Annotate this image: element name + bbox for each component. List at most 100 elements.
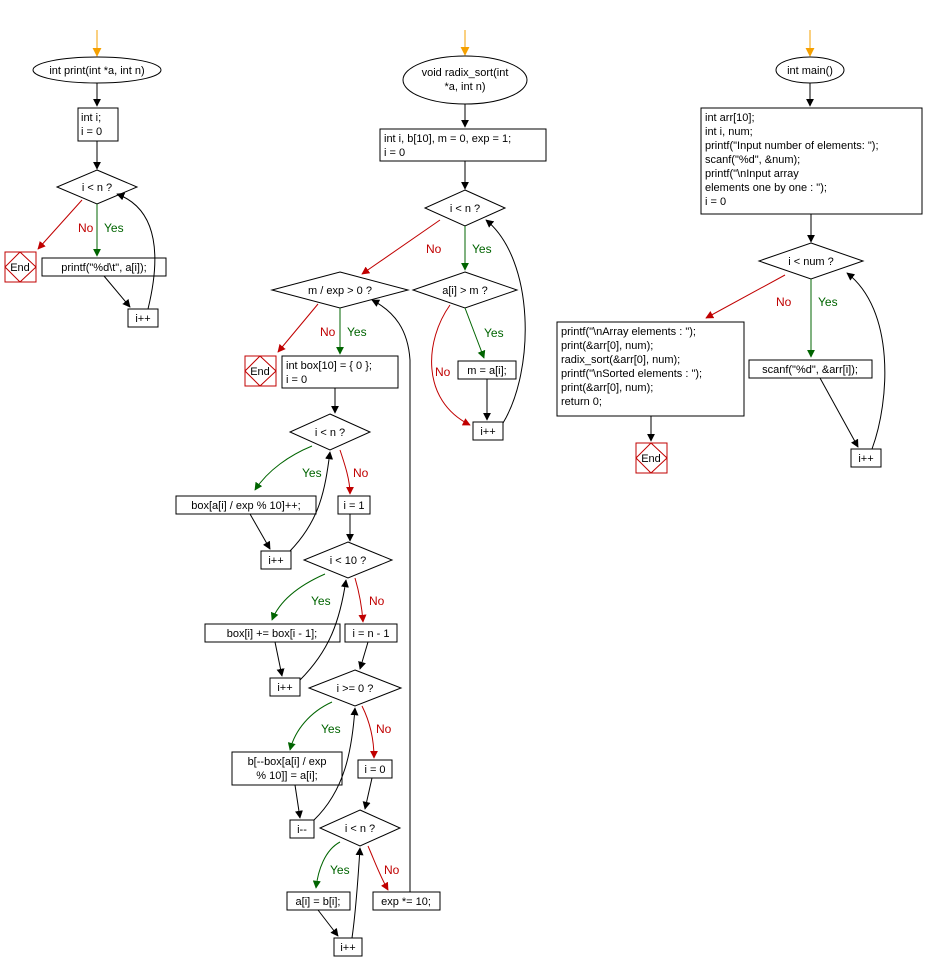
- radix-exp-yes-label: Yes: [347, 325, 367, 339]
- main-init-line-2: int i, num;: [705, 126, 753, 138]
- radix-cond4-label: i >= 0 ?: [337, 683, 374, 695]
- radix-copy-back-label: a[i] = b[i];: [296, 896, 341, 908]
- main-final-line-5: print(&arr[0], num);: [561, 382, 653, 394]
- print-init-line-2: i = 0: [81, 126, 102, 138]
- radix-cond4-no-label: No: [376, 722, 392, 736]
- radix-max-yes-label: Yes: [484, 326, 504, 340]
- radix-set-n1-node: [344, 623, 398, 643]
- print-condition-label: i < n ?: [82, 182, 112, 194]
- radix-exp-no-label: No: [320, 325, 336, 339]
- main-start-label: int main(): [787, 65, 833, 77]
- main-final-line-6: return 0;: [561, 396, 602, 408]
- radix-box-init-line-1: int box[10] = { 0 };: [286, 360, 372, 372]
- radix-cond1-label: i < n ?: [450, 203, 480, 215]
- radix-box-init-node: [281, 355, 399, 389]
- radix-inc1-label: i++: [480, 426, 495, 438]
- radix-cond3-label: i < 10 ?: [330, 555, 366, 567]
- radix-set-i1-node: [337, 495, 371, 515]
- main-final-line-4: printf("\nSorted elements : ");: [561, 368, 702, 380]
- main-yes-label: Yes: [818, 295, 838, 309]
- radix-inc5-label: i++: [340, 942, 355, 954]
- main-inc-label: i++: [858, 453, 873, 465]
- radix-cond1-no-label: No: [426, 242, 442, 256]
- radix-dec4-label: i--: [297, 824, 307, 836]
- radix-end-label: End: [250, 366, 270, 378]
- radix-cond3-node: [302, 541, 394, 579]
- radix-inc5-node: [333, 937, 363, 957]
- radix-cond-max-label: a[i] > m ?: [442, 285, 488, 297]
- radix-set-i0-node: [357, 759, 393, 779]
- radix-assign-m-label: m = a[i];: [467, 365, 506, 377]
- main-function-flow: int main() int arr[10]; int i, num; prin…: [556, 30, 923, 474]
- radix-box-cum-label: box[i] += box[i - 1];: [227, 628, 318, 640]
- radix-cond4-node: [307, 669, 403, 707]
- print-inc-label: i++: [135, 313, 150, 325]
- radix-cond3-yes-label: Yes: [311, 594, 331, 608]
- radix-start-line-2: *a, int n): [445, 81, 486, 93]
- radix-inc3-label: i++: [277, 682, 292, 694]
- radix-inc2-node: [260, 550, 292, 570]
- main-no-label: No: [776, 295, 792, 309]
- radix-box-cum-node: [204, 623, 341, 643]
- radix-init-node: [379, 128, 547, 162]
- radix-inc3-node: [269, 677, 301, 697]
- radix-dec4-node: [289, 819, 315, 839]
- radix-sort-flow: void radix_sort(int *a, int n) int i, b[…: [175, 30, 547, 957]
- radix-cond2-no-label: No: [353, 466, 369, 480]
- main-end-label: End: [641, 453, 661, 465]
- radix-b-assign-line-2: % 10]] = a[i];: [256, 770, 317, 782]
- main-init-line-5: printf("\nInput array: [705, 168, 799, 180]
- radix-cond2-label: i < n ?: [315, 427, 345, 439]
- radix-cond5-node: [318, 809, 402, 847]
- radix-b-assign-line-1: b[--box[a[i] / exp: [248, 756, 327, 768]
- radix-set-i0-label: i = 0: [364, 764, 385, 776]
- main-init-node: [700, 107, 923, 215]
- radix-inc2-label: i++: [268, 555, 283, 567]
- main-final-line-3: radix_sort(&arr[0], num);: [561, 354, 680, 366]
- radix-box-inc-label: box[a[i] / exp % 10]++;: [191, 500, 300, 512]
- print-init-node: [77, 107, 119, 142]
- radix-exp-mul-node: [372, 891, 441, 911]
- radix-cond1-yes-label: Yes: [472, 242, 492, 256]
- print-start-label: int print(int *a, int n): [49, 65, 144, 77]
- print-inc-node: [127, 308, 159, 328]
- radix-cond2-node: [288, 413, 372, 451]
- radix-cond5-yes-label: Yes: [330, 863, 350, 877]
- radix-start-node: [402, 55, 528, 105]
- print-function-flow: int print(int *a, int n) int i; i = 0 i …: [4, 30, 167, 328]
- main-init-line-4: scanf("%d", &num);: [705, 154, 800, 166]
- radix-init-line-1: int i, b[10], m = 0, exp = 1;: [384, 133, 511, 145]
- radix-inc1-node: [472, 421, 504, 441]
- radix-cond-exp-label: m / exp > 0 ?: [308, 285, 372, 297]
- main-init-line-6: elements one by one : ");: [705, 182, 827, 194]
- radix-init-line-2: i = 0: [384, 147, 405, 159]
- main-init-line-3: printf("Input number of elements: ");: [705, 140, 879, 152]
- main-condition-label: i < num ?: [788, 256, 834, 268]
- radix-cond5-no-label: No: [384, 863, 400, 877]
- main-init-line-7: i = 0: [705, 196, 726, 208]
- print-end-label: End: [10, 262, 30, 274]
- main-final-line-2: print(&arr[0], num);: [561, 340, 653, 352]
- radix-b-assign-node: [231, 751, 343, 786]
- print-no-label: No: [78, 221, 94, 235]
- radix-cond5-label: i < n ?: [345, 823, 375, 835]
- main-init-line-1: int arr[10];: [705, 112, 755, 124]
- radix-max-no-label: No: [435, 365, 451, 379]
- main-final-node: [556, 321, 745, 417]
- radix-start-line-1: void radix_sort(int: [422, 67, 509, 79]
- main-final-line-1: printf("\nArray elements : ");: [561, 326, 696, 338]
- radix-exp-mul-label: exp *= 10;: [381, 896, 431, 908]
- main-scan-label: scanf("%d", &arr[i]);: [762, 364, 858, 376]
- radix-cond3-no-label: No: [369, 594, 385, 608]
- main-scan-node: [748, 359, 873, 379]
- print-yes-label: Yes: [104, 221, 124, 235]
- radix-set-i1-label: i = 1: [343, 500, 364, 512]
- radix-cond2-yes-label: Yes: [302, 466, 322, 480]
- main-inc-node: [850, 448, 882, 468]
- radix-set-n1-label: i = n - 1: [353, 628, 390, 640]
- print-body-label: printf("%d\t", a[i]);: [61, 262, 146, 274]
- radix-box-init-line-2: i = 0: [286, 374, 307, 386]
- radix-cond4-yes-label: Yes: [321, 722, 341, 736]
